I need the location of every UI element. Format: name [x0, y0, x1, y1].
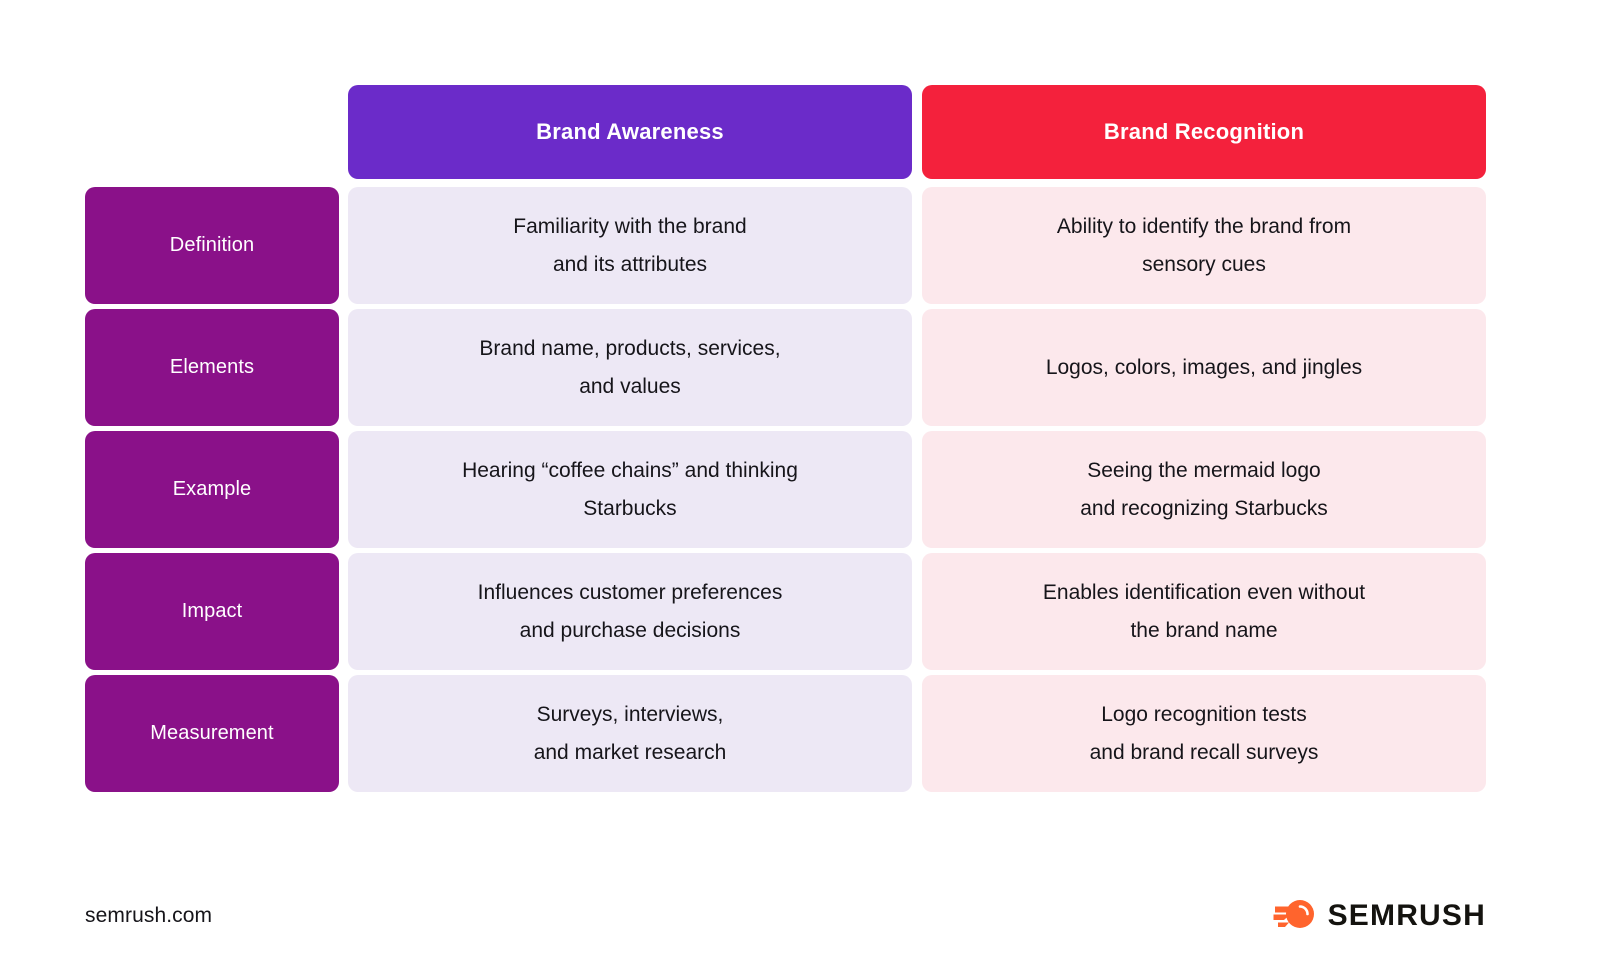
- cell-text: Ability to identify the brand from senso…: [1056, 215, 1352, 276]
- cell-impact-awareness: Influences customer preferences and purc…: [348, 553, 912, 670]
- cell-text: Seeing the mermaid logo and recognizing …: [1080, 459, 1328, 520]
- cell-text: Hearing “coffee chains” and thinking Sta…: [462, 459, 798, 520]
- column-header-brand-recognition: Brand Recognition: [922, 85, 1486, 179]
- table-row: Measurement Surveys, interviews, and mar…: [85, 675, 1486, 792]
- row-label-elements: Elements: [85, 309, 339, 426]
- cell-text: Logos, colors, images, and jingles: [1045, 355, 1363, 379]
- column-header-brand-awareness: Brand Awareness: [348, 85, 912, 179]
- semrush-comet-icon: [1273, 897, 1317, 936]
- cell-text: Influences customer preferences and purc…: [477, 581, 783, 642]
- cell-text: Surveys, interviews, and market research: [533, 703, 727, 764]
- footer: semrush.com SEMRUSH: [85, 895, 1486, 937]
- cell-example-awareness: Hearing “coffee chains” and thinking Sta…: [348, 431, 912, 548]
- row-label-impact: Impact: [85, 553, 339, 670]
- comparison-table: Brand Awareness Brand Recognition Defini…: [85, 85, 1486, 797]
- table-row: Elements Brand name, products, services,…: [85, 309, 1486, 426]
- table-row: Impact Influences customer preferences a…: [85, 553, 1486, 670]
- cell-example-recognition: Seeing the mermaid logo and recognizing …: [922, 431, 1486, 548]
- cell-definition-awareness: Familiarity with the brand and its attri…: [348, 187, 912, 304]
- cell-text: Brand name, products, services, and valu…: [479, 337, 781, 398]
- row-label-example: Example: [85, 431, 339, 548]
- semrush-wordmark: SEMRUSH: [1327, 899, 1486, 932]
- cell-impact-recognition: Enables identification even without the …: [922, 553, 1486, 670]
- cell-measurement-recognition: Logo recognition tests and brand recall …: [922, 675, 1486, 792]
- row-label-definition: Definition: [85, 187, 339, 304]
- cell-elements-recognition: Logos, colors, images, and jingles: [922, 309, 1486, 426]
- table-row: Example Hearing “coffee chains” and thin…: [85, 431, 1486, 548]
- cell-elements-awareness: Brand name, products, services, and valu…: [348, 309, 912, 426]
- cell-text: Familiarity with the brand and its attri…: [513, 215, 747, 276]
- semrush-logo: SEMRUSH: [1273, 897, 1486, 936]
- cell-measurement-awareness: Surveys, interviews, and market research: [348, 675, 912, 792]
- cell-text: Logo recognition tests and brand recall …: [1089, 703, 1319, 764]
- cell-text: Enables identification even without the …: [1042, 581, 1366, 642]
- table-corner-spacer: [85, 85, 339, 179]
- row-label-measurement: Measurement: [85, 675, 339, 792]
- cell-definition-recognition: Ability to identify the brand from senso…: [922, 187, 1486, 304]
- table-header-row: Brand Awareness Brand Recognition: [85, 85, 1486, 179]
- footer-url: semrush.com: [85, 904, 213, 927]
- table-row: Definition Familiarity with the brand an…: [85, 187, 1486, 304]
